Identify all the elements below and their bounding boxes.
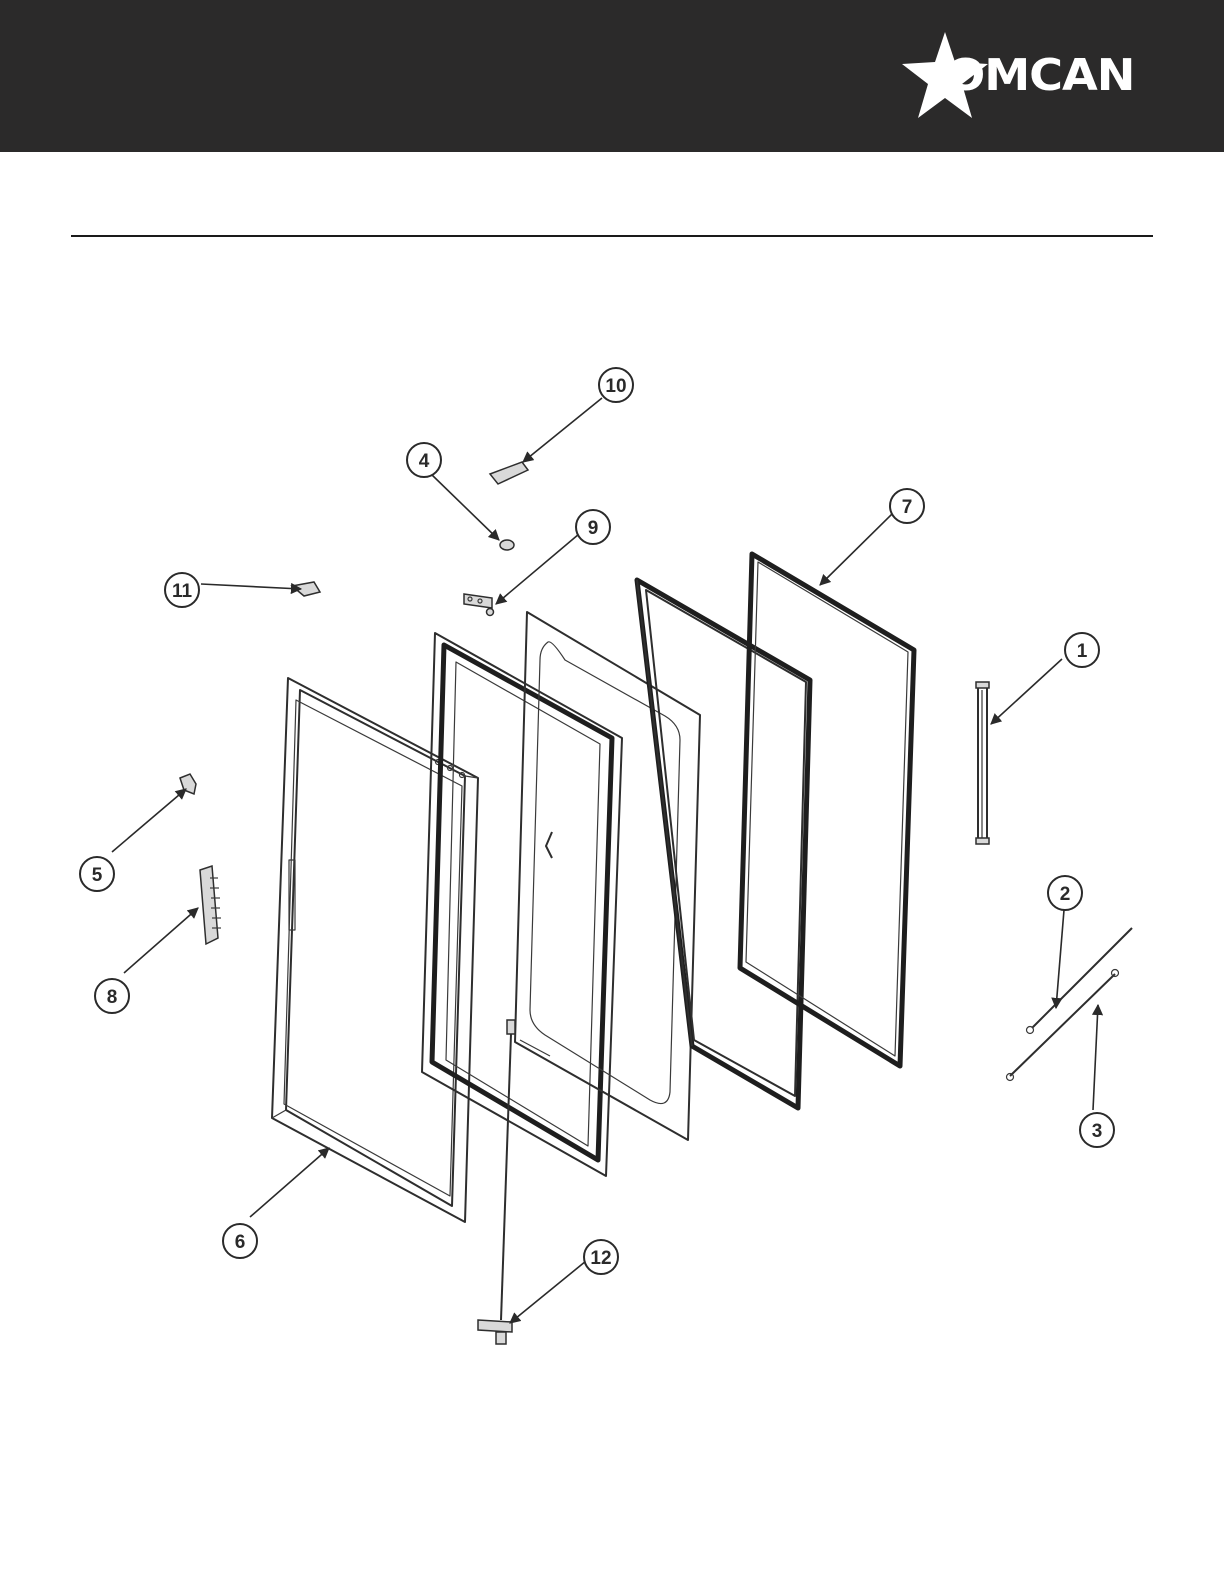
door-gasket-frame [637,580,810,1108]
svg-text:1: 1 [1077,641,1088,662]
callout-11: 11 [165,573,199,607]
part-2-cable [1027,928,1133,1034]
svg-text:10: 10 [605,376,626,397]
callout-10: 10 [599,368,633,402]
callout-6: 6 [223,1224,257,1258]
svg-text:8: 8 [107,987,118,1008]
svg-text:2: 2 [1060,884,1071,905]
part-3-cable [1007,970,1119,1081]
svg-text:7: 7 [902,497,913,518]
svg-text:6: 6 [235,1232,246,1253]
inner-door-frame [422,633,622,1176]
callout-12: 12 [584,1240,618,1274]
part-4-cap [500,540,514,550]
svg-text:12: 12 [590,1248,611,1269]
svg-text:3: 3 [1092,1121,1103,1142]
svg-text:5: 5 [92,865,103,886]
callout-9: 9 [576,510,610,544]
part-6-door-frame [272,678,478,1222]
svg-text:4: 4 [419,451,430,472]
svg-text:11: 11 [172,581,193,602]
callout-4: 4 [407,443,441,477]
svg-text:9: 9 [588,518,599,539]
callout-1: 1 [1065,633,1099,667]
part-8-handle-block [200,866,221,944]
part-7-gasket [740,554,914,1066]
part-10-bracket [490,462,528,484]
callout-2: 2 [1048,876,1082,910]
part-5-corner-block [180,774,196,794]
part-1-light-tube [976,682,989,844]
part-9-top-hinge [464,594,494,616]
callout-8: 8 [95,979,129,1013]
part-12-bottom-hinge [478,1020,515,1344]
callout-5: 5 [80,857,114,891]
callout-3: 3 [1080,1113,1114,1147]
callout-7: 7 [890,489,924,523]
